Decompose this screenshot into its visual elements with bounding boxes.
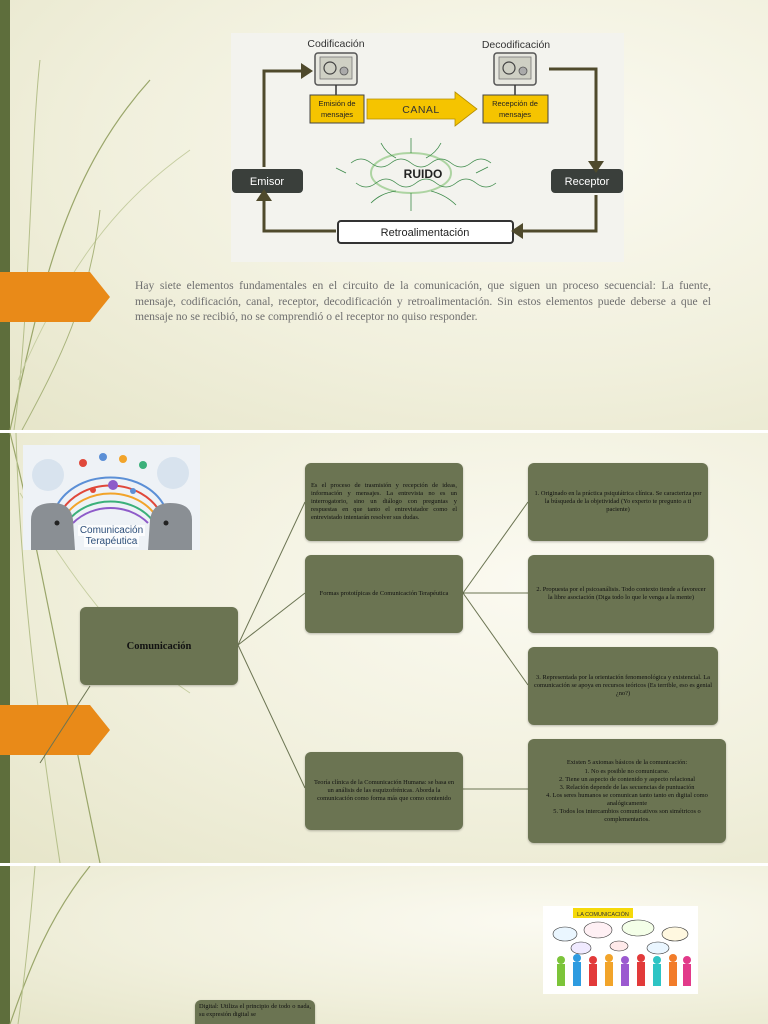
axiom-item: 5. Todos los intercambios comunicativos …	[553, 807, 701, 823]
node-axioms-title: Existen 5 axiomas básicos de la comunica…	[566, 758, 688, 766]
encoding-label: Codificación	[307, 38, 364, 50]
node-clinical-theory: Teoría clínica de la Comunicación Humana…	[305, 752, 463, 830]
node-form-2: 2. Propuesta por el psicoanálisis. Todo …	[528, 555, 714, 633]
thumbnail-caption: Comunicación Terapéutica	[23, 525, 200, 547]
slide-left-bar	[0, 0, 10, 430]
node-form-2-text: 2. Propuesta por el psicoanálisis. Todo …	[536, 586, 706, 601]
slide-divider	[0, 430, 768, 433]
orange-arrow-tab	[0, 272, 110, 322]
slide-left-bar	[0, 866, 10, 1024]
decoding-label: Decodificación	[482, 39, 550, 51]
heads-network-illustration	[31, 453, 192, 550]
node-axioms: Existen 5 axiomas básicos de la comunica…	[528, 739, 726, 843]
image-heading: LA COMUNICACIÓN	[577, 911, 629, 918]
node-definition: Es el proceso de trasmisión y recepción …	[305, 463, 463, 541]
node-digital: Digital: Utiliza el principio de todo o …	[195, 1000, 315, 1024]
thumbnail-caption-line-1: Comunicación	[77, 525, 146, 536]
channel-label: CANAL	[402, 104, 440, 116]
orange-arrow-tab	[0, 705, 110, 755]
root-node-label: Comunicación	[126, 640, 192, 652]
people-speech-bubbles-illustration: LA COMUNICACIÓN	[552, 908, 691, 986]
emission-label-1: Emisión de	[318, 99, 355, 108]
root-node-communication: Comunicación	[80, 607, 238, 685]
people-speech-bubbles-image: LA COMUNICACIÓN	[543, 906, 698, 994]
sender-label: Emisor	[250, 176, 285, 188]
encoder-machine-icon	[314, 52, 358, 86]
node-clinical-theory-text: Teoría clínica de la Comunicación Humana…	[313, 779, 455, 802]
emission-label-2: mensajes	[321, 110, 353, 119]
channel-arrow-icon	[366, 91, 478, 127]
intro-paragraph: Hay siete elementos fundamentales en el …	[135, 279, 711, 323]
slide-communication-circuit: Codificación Decodificación Emisión de m…	[0, 0, 768, 430]
node-form-1-text: 1. Originado en la práctica psiquiátrica…	[534, 490, 702, 513]
node-form-1: 1. Originado en la práctica psiquiátrica…	[528, 463, 708, 541]
axiom-item: 2. Tiene un aspecto de contenido y aspec…	[558, 775, 696, 783]
reception-label-2: mensajes	[499, 110, 531, 119]
slide-divider	[0, 863, 768, 866]
therapeutic-communication-image: Comunicación Terapéutica	[23, 445, 200, 550]
axiom-item: 3. Relación depende de las secuencias de…	[559, 783, 695, 791]
feedback-label: Retroalimentación	[381, 227, 470, 239]
node-digital-text: Digital: Utiliza el principio de todo o …	[199, 1003, 311, 1018]
node-prototypical-forms: Formas prototípicas de Comunicación Tera…	[305, 555, 463, 633]
slide-left-bar	[0, 433, 10, 863]
node-prototypical-forms-text: Formas prototípicas de Comunicación Tera…	[319, 590, 449, 597]
axiom-item: 1. No es posible no comunicarse.	[584, 767, 670, 775]
axiom-item: 4. Los seres humanos se comunican tanto …	[546, 791, 708, 807]
mindmap-connectors	[39, 501, 529, 790]
communication-circuit-diagram: Codificación Decodificación Emisión de m…	[231, 33, 624, 262]
node-definition-text: Es el proceso de trasmisión y recepción …	[311, 482, 457, 521]
loop-arrowheads	[256, 63, 604, 239]
slide-digital-communication: LA COMUNICACIÓN Digital: Utiliza el pri	[0, 866, 768, 1024]
decorative-grass-lines	[9, 866, 91, 1024]
node-form-3: 3. Representada por la orientación fenom…	[528, 647, 718, 725]
thumbnail-caption-line-2: Terapéutica	[83, 536, 140, 547]
decoder-machine-icon	[493, 52, 537, 86]
noise-squiggle-icon	[335, 138, 497, 211]
reception-label-1: Recepción de	[492, 99, 538, 108]
slide-therapeutic-communication: Comunicación Terapéutica Comunicación Es…	[0, 433, 768, 863]
receiver-label: Receptor	[565, 176, 610, 188]
node-form-3-text: 3. Representada por la orientación fenom…	[534, 674, 712, 697]
noise-label: RUIDO	[404, 167, 443, 181]
decorative-grass-lines	[9, 59, 191, 430]
loop-arrows	[262, 67, 598, 233]
